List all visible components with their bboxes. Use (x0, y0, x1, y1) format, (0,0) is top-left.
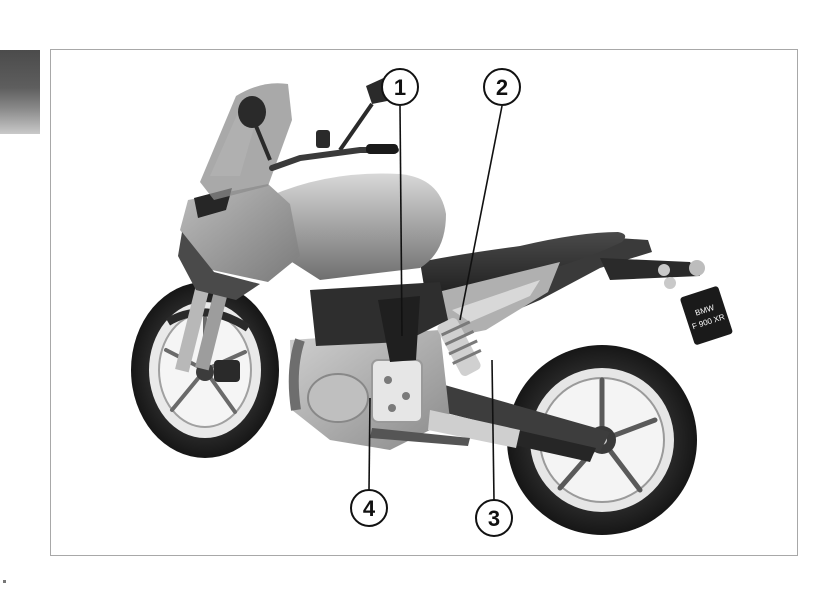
callout-2: 2 (484, 69, 520, 105)
corner-mark (3, 580, 6, 583)
callout-3: 3 (476, 500, 512, 536)
brake-caliper (214, 360, 240, 382)
callout-4-label: 4 (363, 496, 376, 521)
callout-4: 4 (351, 490, 387, 526)
callout-3-label: 3 (488, 506, 500, 531)
license-plate: BMW F 900 XR (680, 286, 733, 346)
callout-1: 1 (382, 69, 418, 105)
front-fairing (178, 184, 300, 300)
callout-1-label: 1 (394, 75, 406, 100)
callout-2-label: 2 (496, 75, 508, 100)
front-wheel (131, 282, 279, 458)
